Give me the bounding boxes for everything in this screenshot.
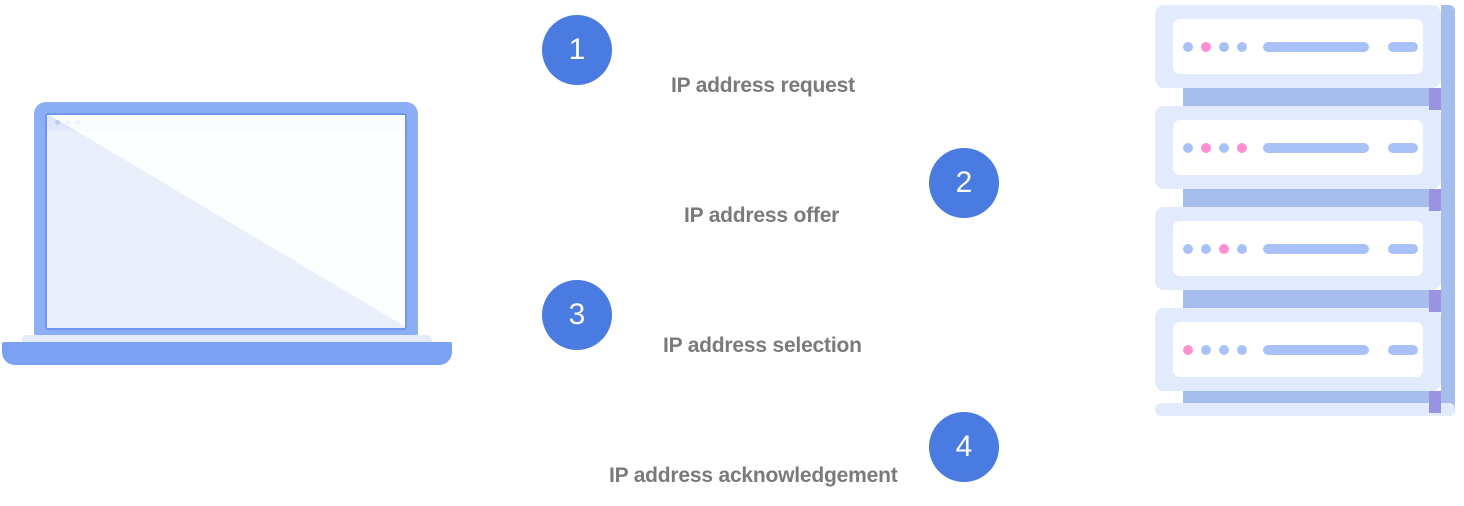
status-led-blue-icon — [1219, 41, 1229, 52]
server-drive-bar — [1263, 41, 1369, 52]
window-dot-icon — [75, 120, 80, 125]
rack-connector-shadow — [1429, 290, 1441, 312]
status-led-blue-icon — [1201, 344, 1211, 355]
rack-connector-shadow — [1429, 391, 1441, 413]
window-dot-icon — [55, 120, 60, 125]
server-drive-bar — [1263, 344, 1369, 355]
status-led-blue-icon — [1183, 243, 1193, 254]
step-badge-4: 4 — [929, 412, 999, 482]
status-led-pink-icon — [1201, 142, 1211, 153]
status-led-blue-icon — [1183, 142, 1193, 153]
rack-connector-bar — [1183, 88, 1441, 110]
server-faceplate — [1173, 322, 1423, 377]
server-indicator-row — [1183, 41, 1418, 52]
server-unit — [1155, 308, 1441, 391]
status-led-blue-icon — [1219, 344, 1229, 355]
window-controls — [55, 120, 80, 125]
step-label-2: IP address offer — [684, 204, 840, 227]
browser-titlebar — [47, 115, 405, 131]
server-rack — [1155, 5, 1455, 425]
rack-base — [1155, 403, 1455, 416]
status-led-blue-icon — [1201, 243, 1211, 254]
step-badge-2: 2 — [929, 148, 999, 218]
step-label-4: IP address acknowledgement — [609, 464, 898, 487]
status-led-pink-icon — [1183, 344, 1193, 355]
laptop-bezel — [45, 113, 407, 330]
status-led-pink-icon — [1237, 142, 1247, 153]
status-led-blue-icon — [1237, 344, 1247, 355]
step-label-1: IP address request — [671, 74, 855, 97]
server-port-bar — [1388, 344, 1418, 355]
status-led-pink-icon — [1219, 243, 1229, 254]
server-unit — [1155, 106, 1441, 189]
step-badge-3: 3 — [542, 280, 612, 350]
server-indicator-row — [1183, 142, 1418, 153]
step-label-3: IP address selection — [663, 334, 862, 357]
status-led-blue-icon — [1183, 41, 1193, 52]
rack-connector-shadow — [1429, 189, 1441, 211]
status-led-pink-icon — [1201, 41, 1211, 52]
client-laptop — [0, 90, 470, 375]
server-port-bar — [1388, 142, 1418, 153]
laptop-hinge — [22, 335, 432, 346]
server-drive-bar — [1263, 243, 1369, 254]
server-indicator-row — [1183, 243, 1418, 254]
server-port-bar — [1388, 41, 1418, 52]
server-indicator-row — [1183, 344, 1418, 355]
screen-glare — [47, 115, 405, 328]
rack-connector-shadow — [1429, 88, 1441, 110]
status-led-blue-icon — [1237, 41, 1247, 52]
status-led-blue-icon — [1219, 142, 1229, 153]
window-dot-icon — [65, 120, 70, 125]
server-drive-bar — [1263, 142, 1369, 153]
server-port-bar — [1388, 243, 1418, 254]
laptop-lid — [34, 102, 418, 336]
server-unit — [1155, 207, 1441, 290]
rack-side-panel — [1441, 5, 1455, 416]
laptop-base — [2, 342, 452, 365]
status-led-blue-icon — [1237, 243, 1247, 254]
step-badge-1: 1 — [542, 15, 612, 85]
rack-connector-bar — [1183, 290, 1441, 312]
laptop-screen — [47, 115, 405, 328]
server-faceplate — [1173, 19, 1423, 74]
server-unit — [1155, 5, 1441, 88]
server-faceplate — [1173, 120, 1423, 175]
server-faceplate — [1173, 221, 1423, 276]
rack-connector-bar — [1183, 189, 1441, 211]
